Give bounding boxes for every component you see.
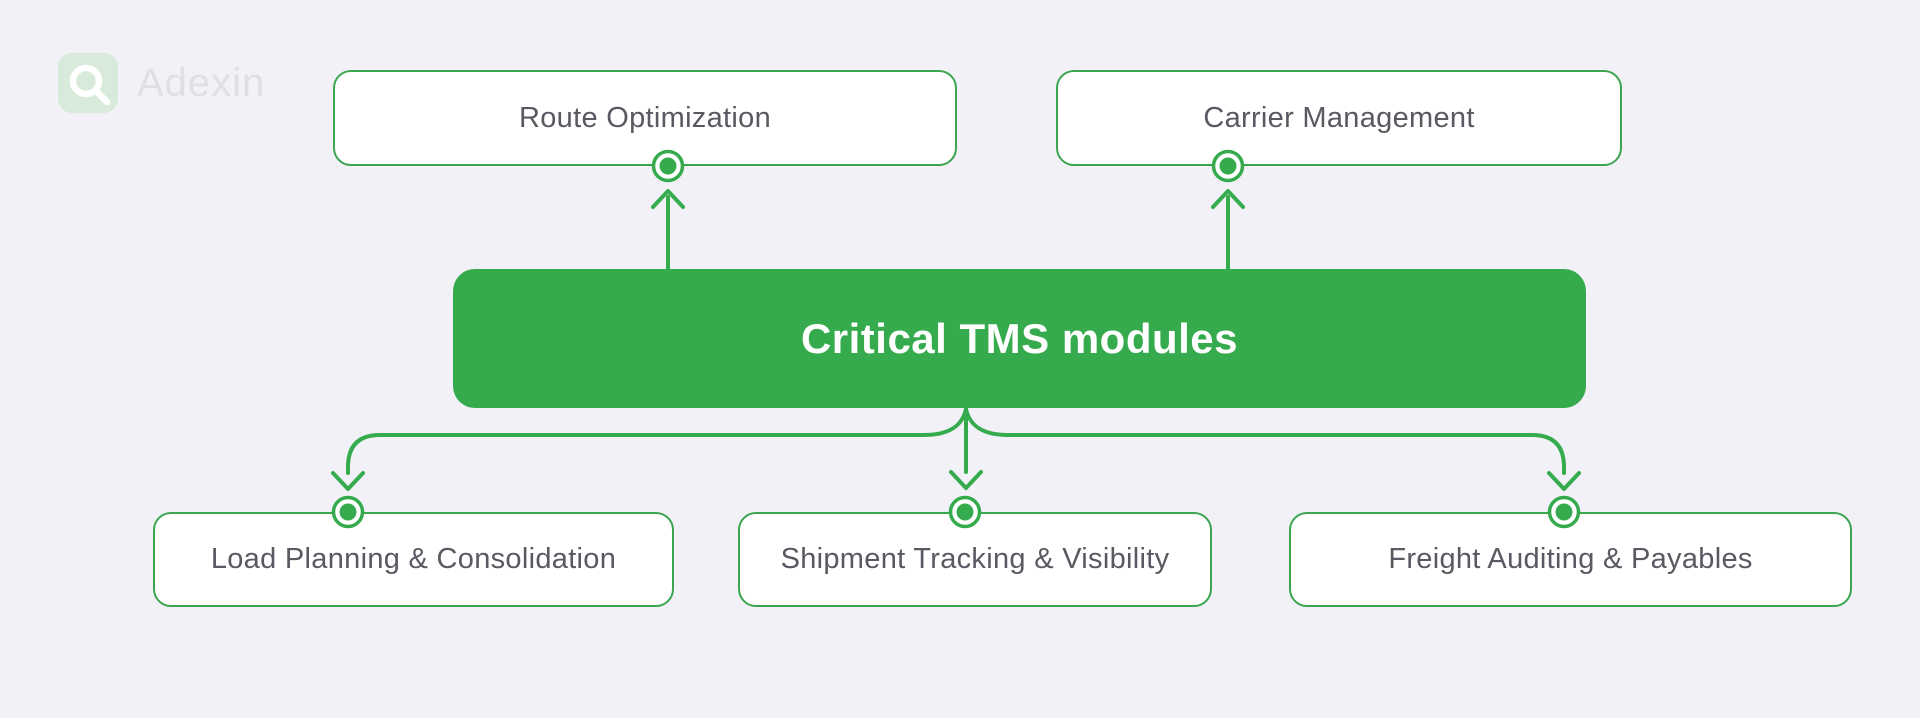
- node-label: Carrier Management: [1203, 101, 1475, 134]
- adexin-a-icon: [58, 53, 118, 113]
- node-route-optimization: Route Optimization: [333, 70, 957, 166]
- arrow-up-route-optimization: [651, 189, 685, 271]
- arrow-up-carrier-management: [1211, 189, 1245, 271]
- center-node-title: Critical TMS modules: [800, 314, 1239, 362]
- arrow-down-freight-auditing: [964, 407, 1581, 491]
- arrow-down-shipment-tracking: [949, 409, 983, 490]
- node-label: Freight Auditing & Payables: [1388, 543, 1753, 575]
- node-load-planning-consolidation: Load Planning & Consolidation: [153, 512, 674, 607]
- node-critical-tms-modules: Critical TMS modules: [453, 269, 1586, 408]
- node-shipment-tracking-visibility: Shipment Tracking & Visibility: [738, 512, 1212, 607]
- adexin-logo: Adexin: [58, 53, 265, 113]
- node-label: Load Planning & Consolidation: [210, 543, 617, 575]
- node-freight-auditing-payables: Freight Auditing & Payables: [1289, 512, 1852, 607]
- node-carrier-management: Carrier Management: [1056, 70, 1622, 166]
- brand-name: Adexin: [137, 60, 266, 105]
- node-label: Shipment Tracking & Visibility: [780, 543, 1170, 575]
- node-label: Route Optimization: [518, 101, 771, 134]
- arrow-down-load-planning: [331, 407, 968, 491]
